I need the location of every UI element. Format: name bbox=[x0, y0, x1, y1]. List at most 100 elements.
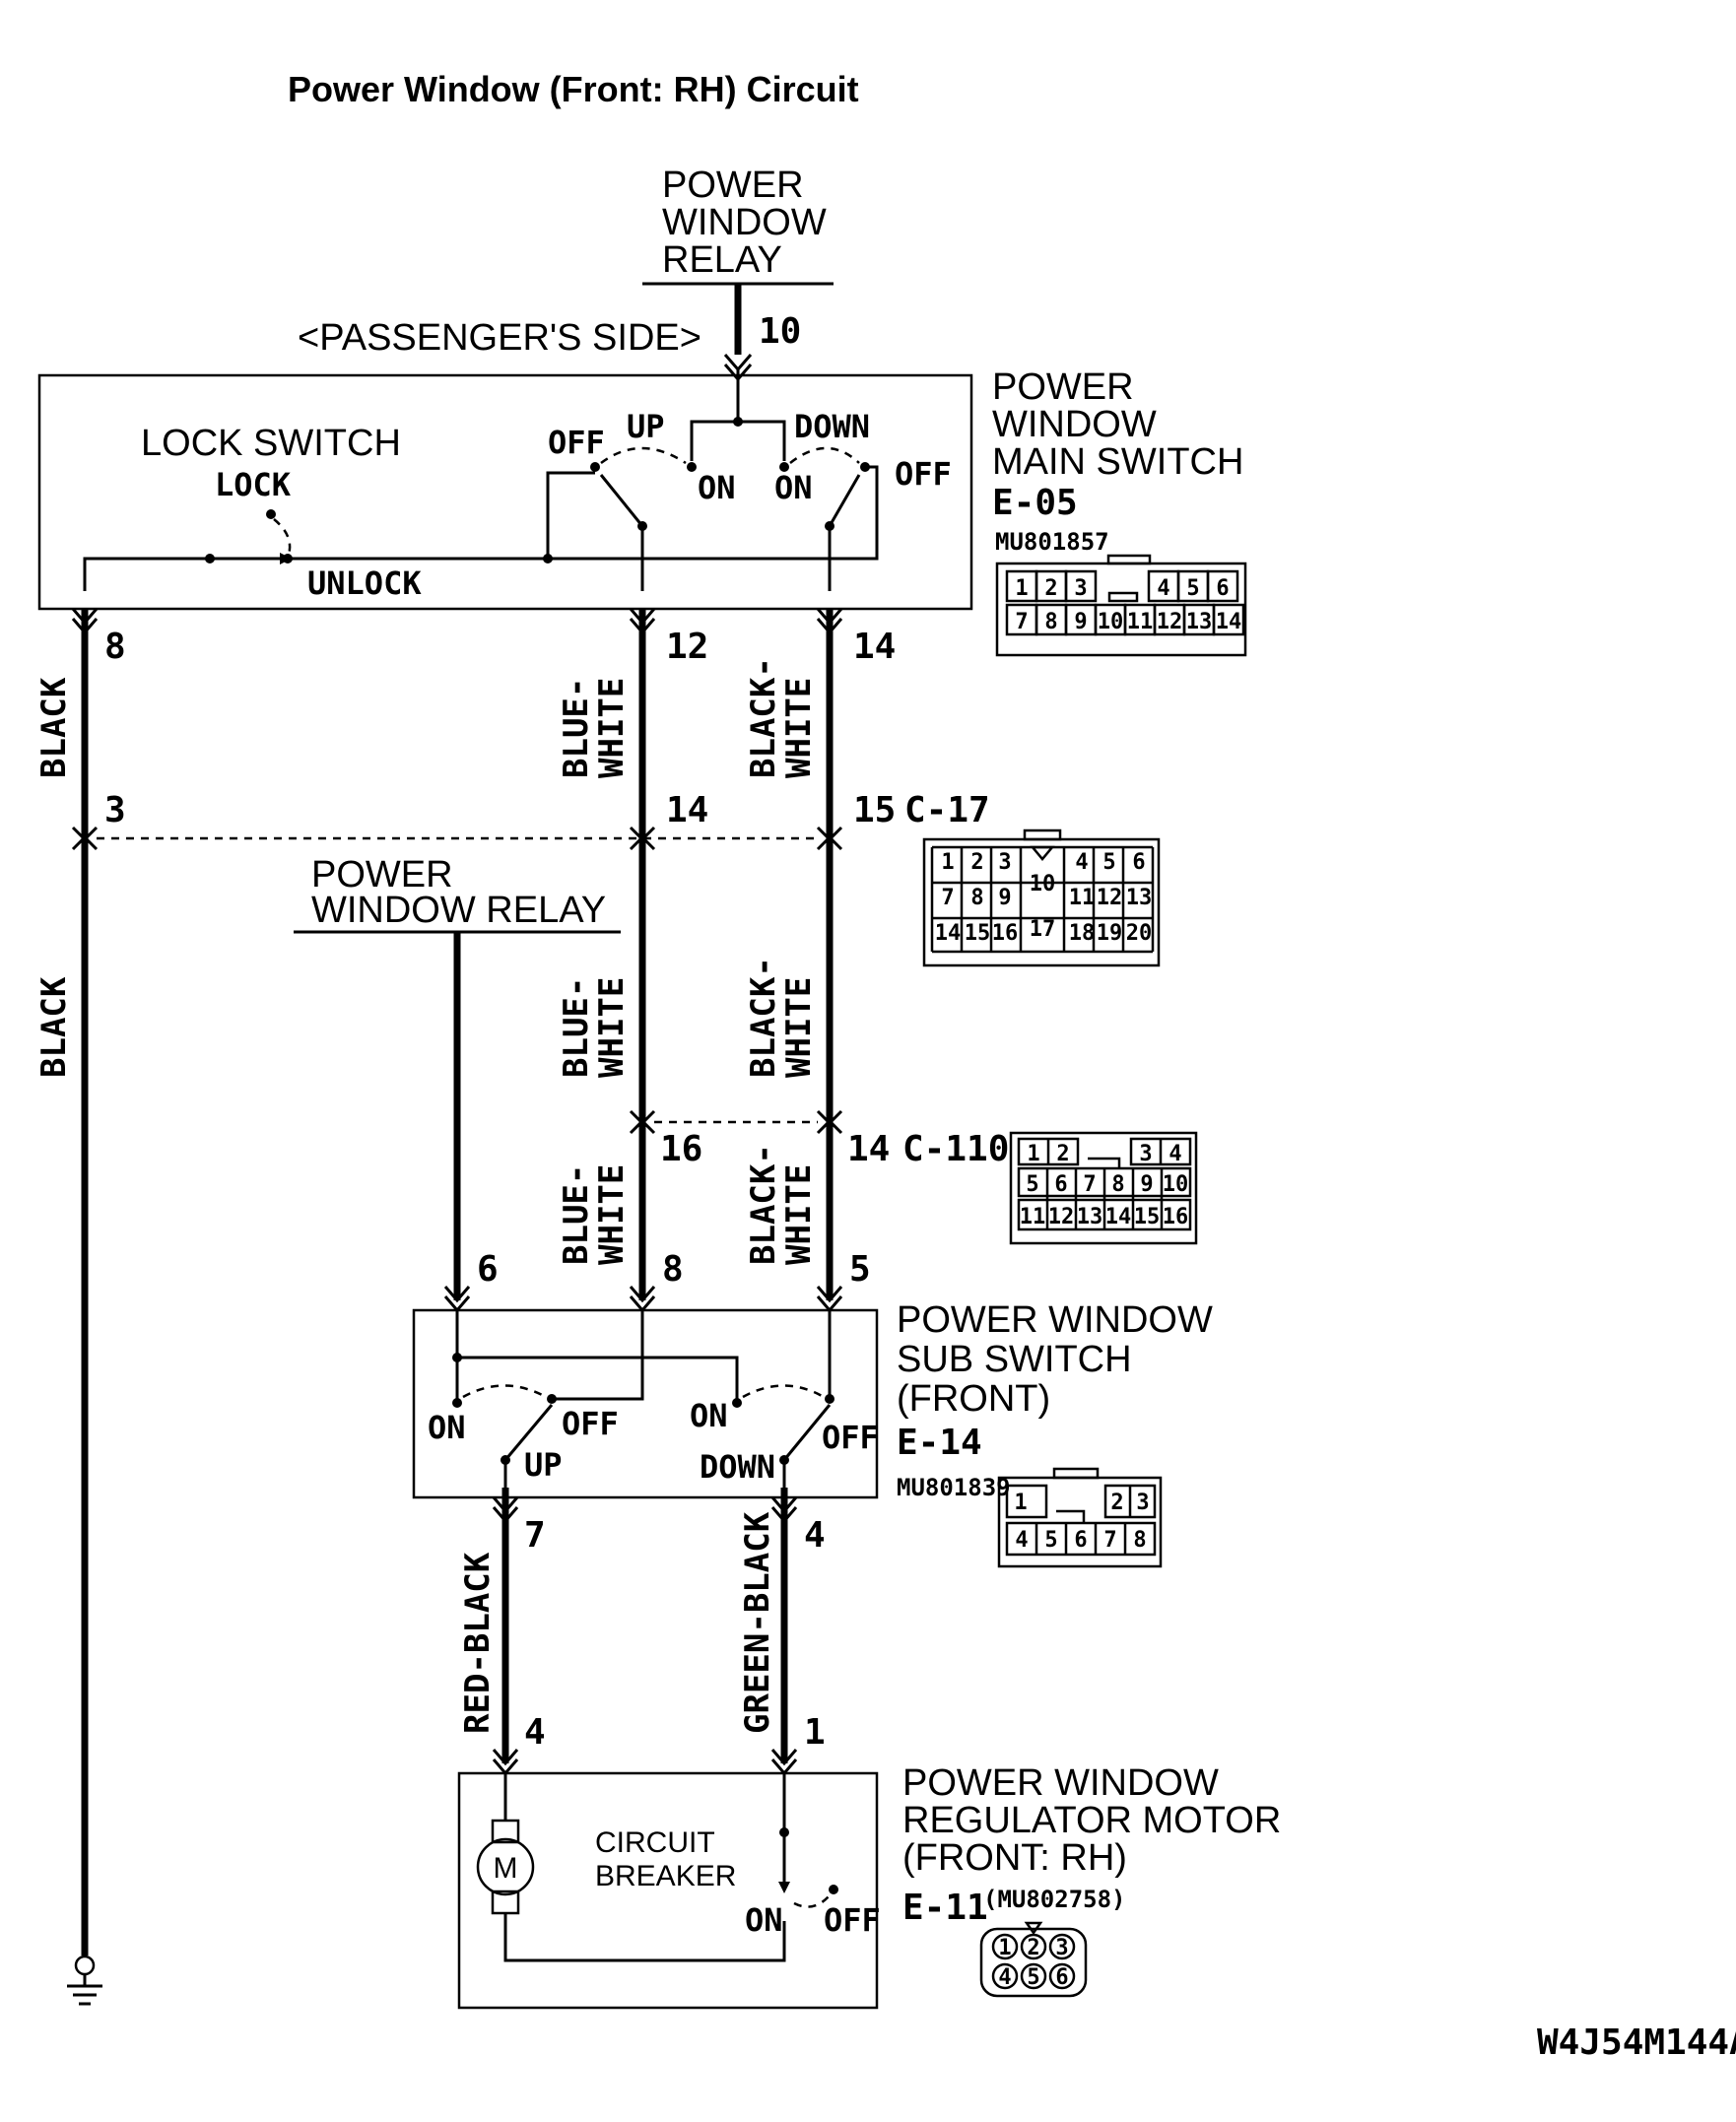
cb-arrow bbox=[778, 1882, 790, 1893]
c110-pin: 11 bbox=[1020, 1205, 1046, 1229]
sub-switch-name-2: SUB SWITCH bbox=[897, 1339, 1132, 1380]
sub-off-left-label: OFF bbox=[562, 1405, 619, 1442]
main-pin-8: 8 bbox=[104, 627, 126, 667]
pin-arrow bbox=[71, 618, 99, 635]
e14-grid bbox=[1005, 1484, 1157, 1557]
c17-pin: 14 bbox=[935, 921, 962, 946]
relay-top-line3: RELAY bbox=[662, 239, 782, 281]
main-common-bus bbox=[83, 557, 548, 591]
e05-key bbox=[1107, 591, 1139, 603]
sub-pin-7: 7 bbox=[524, 1515, 546, 1556]
wire-label-kw3-a: BLACK- bbox=[744, 1144, 783, 1265]
motor-name-3: (FRONT: RH) bbox=[902, 1837, 1127, 1879]
c17-pin-14: 14 bbox=[666, 790, 708, 830]
c17-pin: 1 bbox=[941, 850, 954, 875]
e14-pin: 6 bbox=[1074, 1528, 1087, 1553]
e05-cell bbox=[1212, 603, 1245, 636]
relay-top-pin: 10 bbox=[759, 311, 801, 352]
c17-pin: 13 bbox=[1126, 886, 1153, 910]
lock-label: LOCK bbox=[215, 466, 292, 503]
e05-latch bbox=[1106, 554, 1152, 565]
sub-pin-5: 5 bbox=[849, 1249, 871, 1290]
c110-pin: 7 bbox=[1083, 1172, 1096, 1197]
lock-switch-label: LOCK SWITCH bbox=[141, 423, 401, 464]
c17-pin: 18 bbox=[1069, 921, 1096, 946]
wire-label-bw1-a: BLUE- bbox=[557, 678, 596, 778]
e11-pin: 3 bbox=[1055, 1936, 1068, 1960]
motor-pin-arrow bbox=[492, 1749, 519, 1766]
e05-pin-grid: 1 2 3 4 5 6 7 8 9 10 11 12 13 14 bbox=[1005, 569, 1245, 636]
e05-pin: 11 bbox=[1127, 610, 1154, 634]
unlock-label: UNLOCK bbox=[307, 564, 422, 602]
c17-pin-3: 3 bbox=[104, 790, 126, 830]
pin-arrow bbox=[629, 618, 656, 635]
sub-bottom-arrow bbox=[492, 1506, 519, 1524]
c17-pin: 6 bbox=[1132, 850, 1145, 875]
sub-pin-8: 8 bbox=[662, 1249, 684, 1290]
figure-code: W4J54M144A bbox=[1537, 2023, 1736, 2063]
main-on-right-label: ON bbox=[774, 469, 813, 506]
e11-pin: 4 bbox=[998, 1965, 1011, 1990]
main-down-label: DOWN bbox=[794, 408, 870, 445]
e05-pin: 4 bbox=[1157, 576, 1169, 601]
main-switch-part-no: MU801857 bbox=[995, 528, 1109, 556]
sub-switch: 6 8 5 ON OFF UP ON DOWN OFF POWER WINDOW bbox=[412, 1249, 1213, 1568]
e05-pin: 12 bbox=[1157, 610, 1183, 634]
e11-key bbox=[1024, 1921, 1043, 1936]
sub-relay-branch bbox=[457, 1356, 739, 1401]
c110-pin: 5 bbox=[1026, 1172, 1038, 1197]
sub-down-lever bbox=[782, 1404, 832, 1461]
c110-pin: 15 bbox=[1134, 1205, 1161, 1229]
wire-label-kw2-b: WHITE bbox=[779, 977, 819, 1078]
relay-mid-line1: POWER bbox=[311, 854, 453, 895]
relay-mid-line2: WINDOW RELAY bbox=[311, 890, 606, 931]
wire-label-kw1-a: BLACK- bbox=[744, 657, 783, 778]
up-switch-lever bbox=[599, 474, 644, 527]
sub-down-arc bbox=[742, 1384, 825, 1399]
relay-top-line2: WINDOW bbox=[662, 202, 827, 243]
pin-arrow bbox=[71, 608, 99, 626]
sub-off-left-contact bbox=[547, 1394, 557, 1404]
down-off-contact bbox=[860, 462, 870, 472]
sub-down-label: DOWN bbox=[700, 1448, 775, 1486]
wire-label-kw2-a: BLACK- bbox=[744, 957, 783, 1078]
main-off-right-label: OFF bbox=[895, 455, 952, 493]
passenger-side-label: <PASSENGER'S SIDE> bbox=[298, 317, 701, 359]
c110-arrow bbox=[816, 1118, 843, 1135]
c17-pin: 11 bbox=[1069, 886, 1096, 910]
cb-off-label: OFF bbox=[824, 1901, 881, 1939]
e14-pin: 2 bbox=[1110, 1491, 1123, 1515]
sub-pin-arrow bbox=[443, 1286, 471, 1303]
diagram-title: Power Window (Front: RH) Circuit bbox=[288, 69, 859, 109]
sub-switch-code: E-14 bbox=[897, 1423, 982, 1463]
main-on-left-label: ON bbox=[698, 469, 736, 506]
c110-pin: 14 bbox=[1105, 1205, 1132, 1229]
sub-switch-name-3: (FRONT) bbox=[897, 1378, 1050, 1420]
up-off-contact bbox=[590, 462, 600, 472]
wire-label-bw1-b: WHITE bbox=[592, 678, 632, 778]
wiring: 8 12 14 BLACK BLUE- WHITE BLACK- WHITE 3… bbox=[34, 608, 1198, 1956]
sub-pin-arrow bbox=[816, 1286, 843, 1303]
main-on-right-contact bbox=[779, 462, 789, 472]
main-pin-14: 14 bbox=[853, 627, 896, 667]
main-up-label: UP bbox=[627, 408, 665, 445]
e14-pin: 1 bbox=[1014, 1491, 1027, 1515]
c17-pin: 2 bbox=[970, 850, 983, 875]
motor-part-no: (MU802758) bbox=[983, 1886, 1126, 1913]
c110-pin: 10 bbox=[1163, 1172, 1189, 1197]
c110-pin: 1 bbox=[1027, 1142, 1039, 1166]
e05-pin: 9 bbox=[1074, 610, 1087, 634]
c110-pin: 2 bbox=[1056, 1142, 1069, 1166]
c17-arrow bbox=[71, 834, 99, 851]
motor-code: E-11 bbox=[902, 1888, 988, 1928]
main-off-left-label: OFF bbox=[548, 424, 605, 461]
up-switch-arc bbox=[600, 446, 687, 465]
down-switch-arc bbox=[789, 446, 860, 464]
unlock-contact bbox=[283, 554, 293, 564]
sub-on-right-contact bbox=[732, 1398, 742, 1408]
cb-node bbox=[779, 1827, 789, 1837]
c17-pin: 12 bbox=[1097, 886, 1123, 910]
e14-pin: 7 bbox=[1103, 1528, 1116, 1553]
e05-cell bbox=[1064, 569, 1098, 603]
